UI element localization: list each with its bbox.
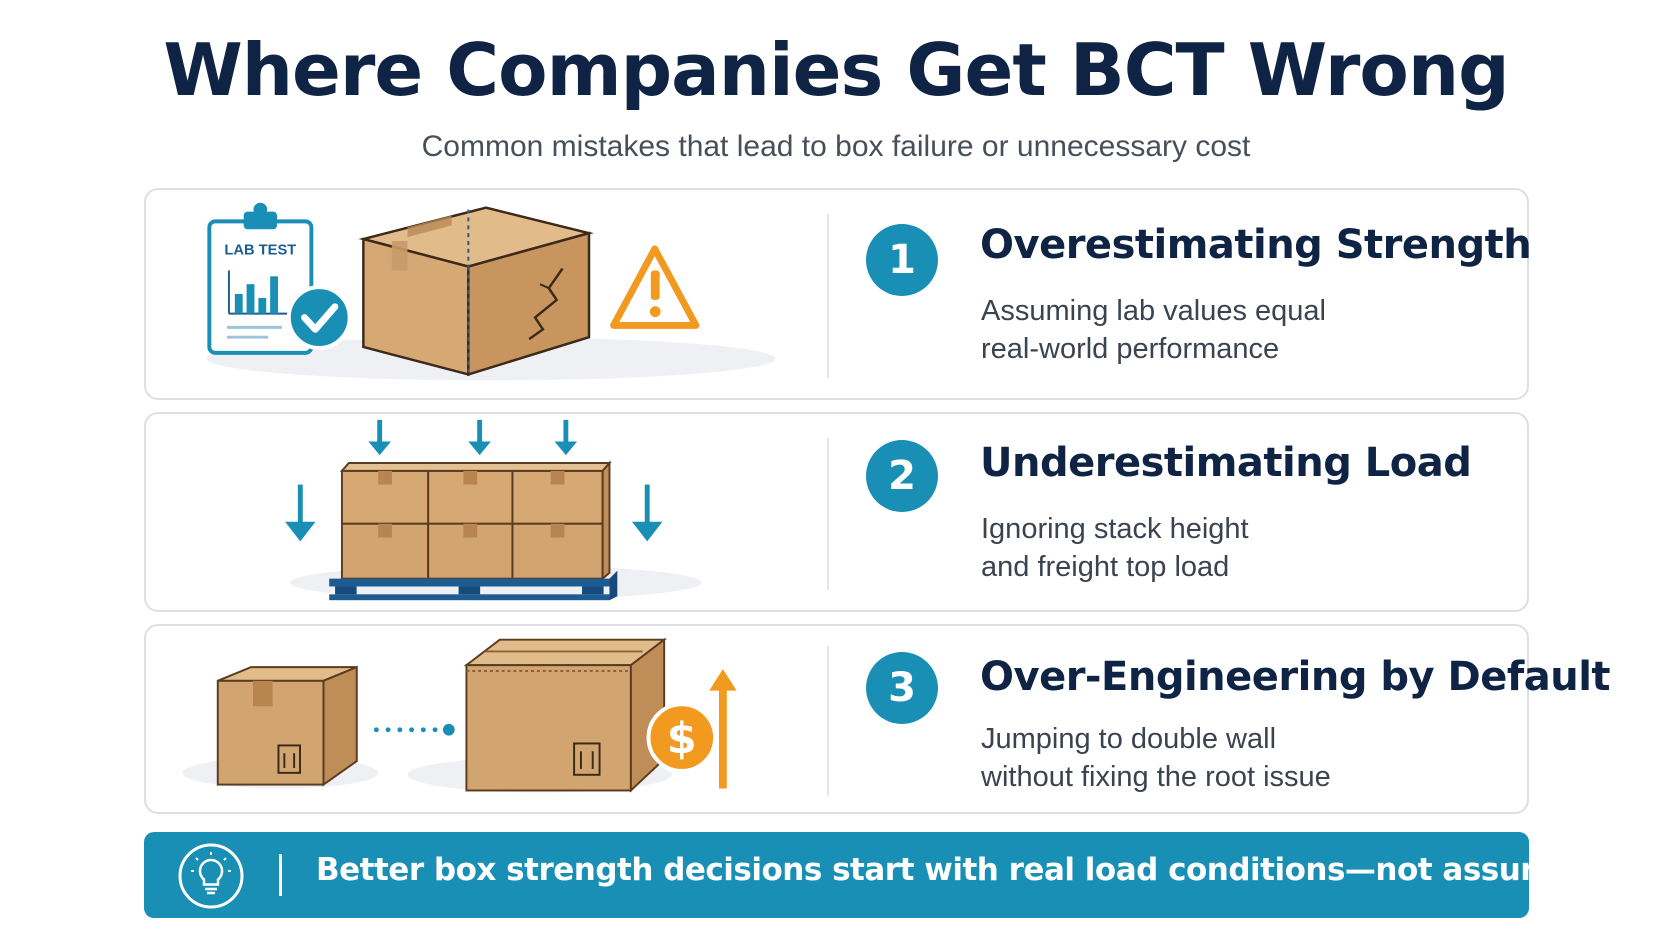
mistake-description-1: Assuming lab values equal real-world per… [981, 295, 1326, 365]
mistake-description-2: Ignoring stack height and freight top lo… [981, 513, 1249, 583]
banner-divider [279, 854, 282, 896]
dotted-arrow-icon [373, 723, 455, 736]
lightbulb-icon [178, 843, 244, 909]
over-engineering-illustration: $ [182, 637, 737, 793]
dollar-coin-icon: $ [646, 702, 718, 773]
cracked-box-icon [358, 206, 594, 377]
small-box-icon [216, 665, 358, 787]
mistake-description-3: Jumping to double wall without fixing th… [981, 723, 1331, 793]
mistake-title-2: Underestimating Load [980, 440, 1472, 486]
dollar-symbol: $ [667, 714, 697, 764]
box-stack-icon [339, 460, 612, 581]
page-title: Where Companies Get BCT Wrong [163, 28, 1509, 112]
lab-test-label: LAB TEST [224, 243, 296, 259]
mistake-title-1: Overestimating Strength [980, 222, 1532, 268]
up-arrow-icon [709, 669, 737, 789]
mistake-title-3: Over-Engineering by Default [980, 654, 1611, 700]
takeaway-message: Better box strength decisions start with… [316, 852, 1670, 888]
down-arrow-icon [285, 419, 663, 542]
large-box-icon [463, 637, 668, 793]
pallet-icon [329, 570, 618, 601]
underestimating-illustration [285, 419, 702, 601]
warning-triangle-icon [610, 245, 700, 329]
takeaway-banner: Better box strength decisions start with… [144, 832, 1670, 918]
step-number-badge-2: 2 [866, 440, 938, 512]
check-circle-icon [286, 285, 352, 350]
mistake-card-1: LAB TEST [144, 188, 1532, 400]
step-number-badge-1: 1 [866, 224, 938, 296]
page-subtitle: Common mistakes that lead to box failure… [421, 130, 1251, 163]
mistake-card-2: 2 Underestimating Load Ignoring stack he… [144, 412, 1529, 612]
step-number-badge-3: 3 [866, 652, 938, 724]
clipboard-chart-icon: LAB TEST [207, 202, 314, 355]
card-divider [827, 214, 829, 378]
card-divider [827, 438, 829, 590]
mistake-card-3: $ 3 Over-Engineering by Default Jumping … [144, 624, 1611, 814]
overestimating-illustration: LAB TEST [206, 202, 776, 381]
card-divider [827, 646, 829, 796]
